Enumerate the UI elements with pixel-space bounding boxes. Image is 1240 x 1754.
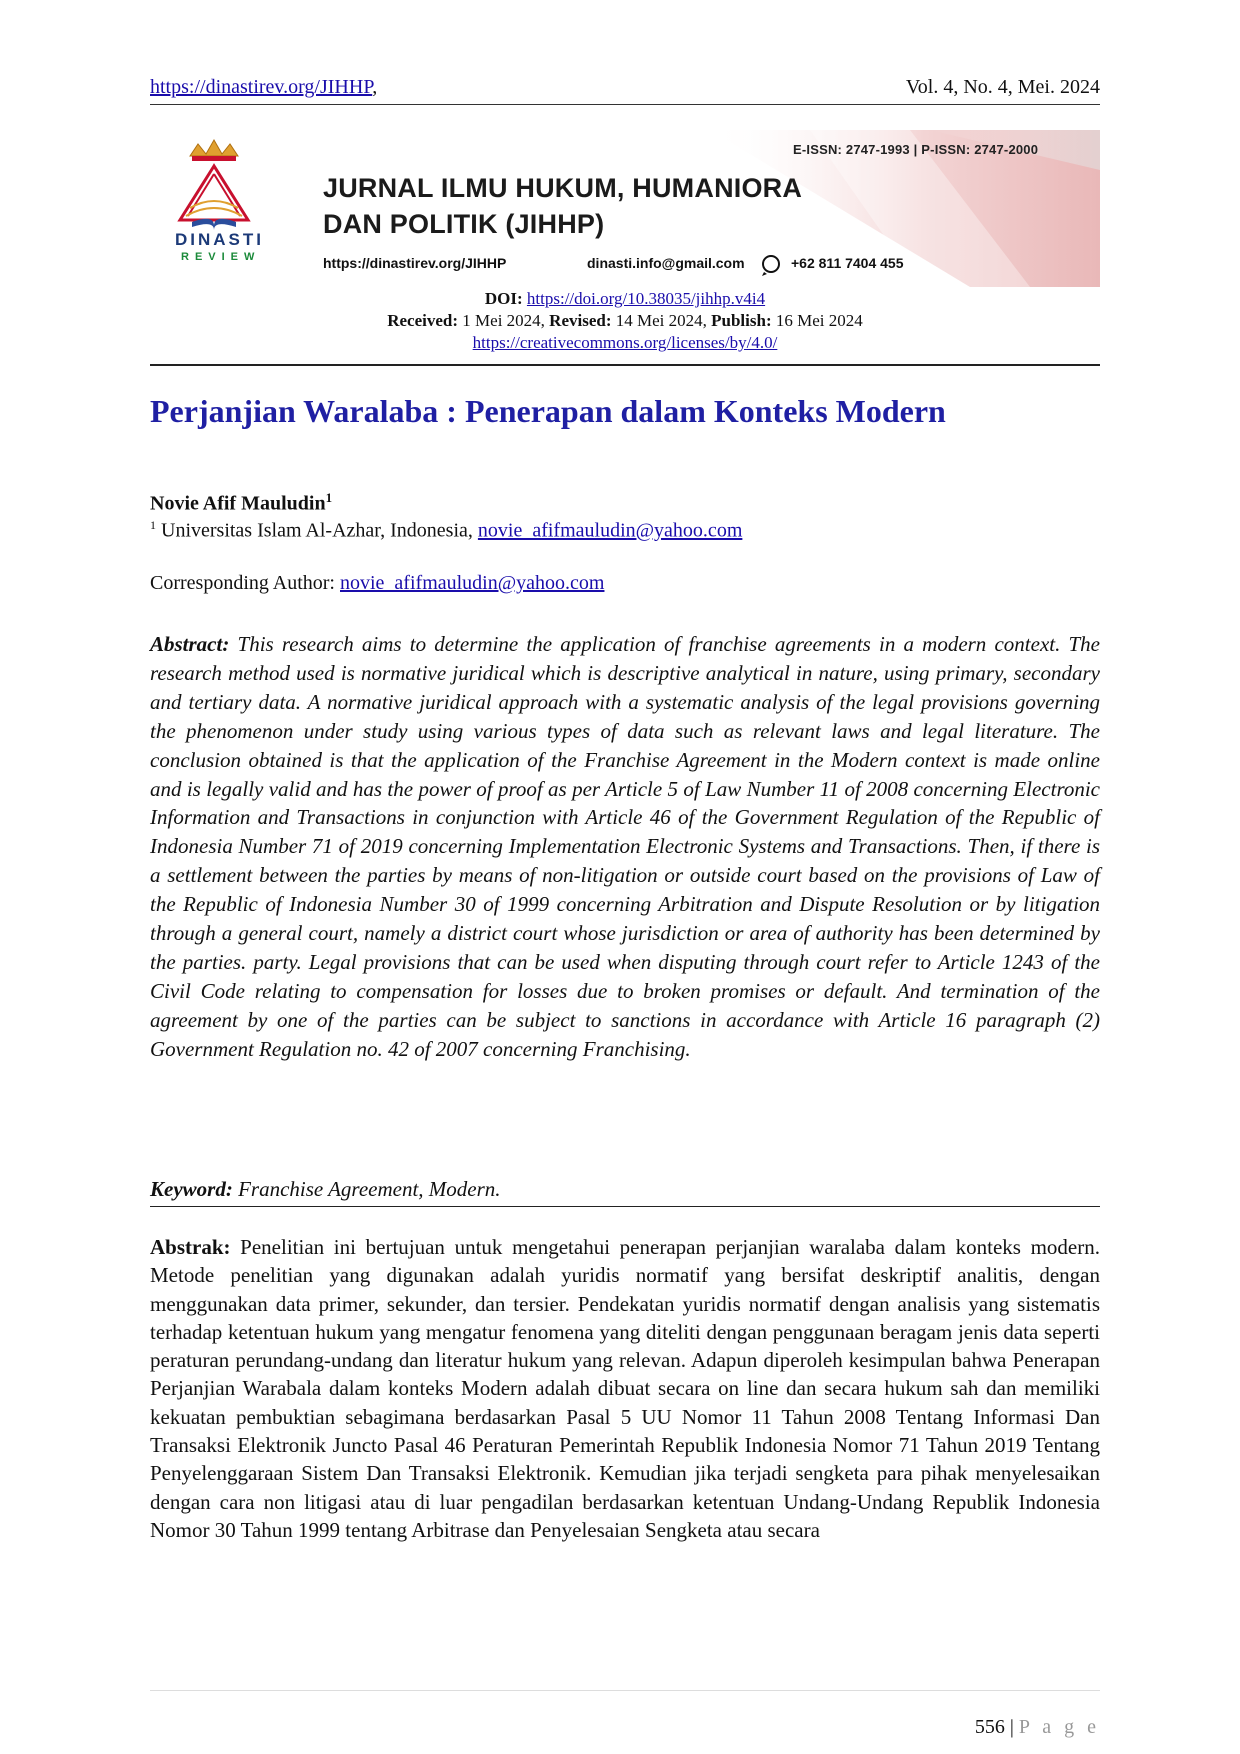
journal-title-line2: DAN POLITIK (JIHHP) [323,209,605,239]
abstrak-label: Abstrak: [150,1235,231,1259]
license-link[interactable]: https://creativecommons.org/licenses/by/… [472,333,778,352]
received-label: Received: [387,311,459,330]
logo-wordmark: DINASTI [175,230,264,249]
author-name-text: Novie Afif Mauludin [150,492,326,515]
banner-phone: +62 811 7404 455 [791,255,904,271]
corresponding-label: Corresponding Author: [150,572,335,594]
journal-url-suffix: , [372,76,378,98]
license-line: https://creativecommons.org/licenses/by/… [150,332,1100,354]
page-number: 556 [974,1716,1005,1738]
keyword-values: Franchise Agreement, Modern. [238,1177,501,1201]
article-meta: DOI: https://doi.org/10.38035/jihhp.v4i4… [150,288,1100,354]
keywords: Keyword: Franchise Agreement, Modern. [150,1177,1100,1207]
dates-line: Received: 1 Mei 2024, Revised: 14 Mei 20… [150,310,1100,332]
doi-line: DOI: https://doi.org/10.38035/jihhp.v4i4 [150,288,1100,310]
author-affiliation: 1 Universitas Islam Al-Azhar, Indonesia,… [150,518,742,543]
abstrak-text: Penelitian ini bertujuan untuk mengetahu… [150,1235,1100,1542]
paper-title: Perjanjian Waralaba : Penerapan dalam Ko… [150,393,946,429]
revised-date: 14 Mei 2024, [615,311,707,330]
doi-link[interactable]: https://doi.org/10.38035/jihhp.v4i4 [526,289,766,308]
meta-divider [150,364,1100,366]
page-separator: | [1009,1716,1014,1738]
doi-label: DOI: [484,289,523,308]
running-header: https://dinastirev.org/JIHHP, Vol. 4, No… [150,72,1100,105]
abstract-indonesian: Abstrak: Penelitian ini bertujuan untuk … [150,1233,1100,1544]
banner-website: https://dinastirev.org/JIHHP [323,255,507,271]
publish-label: Publish: [711,311,772,330]
footer-divider [150,1690,1100,1691]
journal-title: JURNAL ILMU HUKUM, HUMANIORA DAN POLITIK… [323,170,802,242]
affiliation-text: Universitas Islam Al-Azhar, Indonesia, [161,519,473,542]
page-footer: 556 | P a g e [975,1716,1100,1739]
logo-subtext: REVIEW [181,251,261,263]
abstract-text: This research aims to determine the appl… [150,632,1101,1061]
corresponding-email-link[interactable]: novie_afifmauludin@yahoo.com [340,572,605,594]
corresponding-author: Corresponding Author: novie_afifmauludin… [150,572,604,595]
author-name: Novie Afif Mauludin1 [150,490,332,516]
whatsapp-icon [762,255,780,276]
keyword-label: Keyword: [150,1177,233,1201]
abstract-label: Abstract: [150,632,230,656]
dinasti-logo-icon [177,138,251,230]
volume-info: Vol. 4, No. 4, Mei. 2024 [905,76,1100,98]
affiliation-email-link[interactable]: novie_afifmauludin@yahoo.com [477,519,743,542]
abstract-english: Abstract: This research aims to determin… [150,630,1100,1064]
publish-date: 16 Mei 2024 [775,311,863,330]
journal-title-line1: JURNAL ILMU HUKUM, HUMANIORA [323,173,803,203]
page-label: P a g e [1018,1716,1100,1738]
received-date: 1 Mei 2024, [462,311,545,330]
revised-label: Revised: [549,311,612,330]
author-superscript: 1 [325,490,333,505]
journal-url-header: https://dinastirev.org/JIHHP, [150,76,377,99]
affiliation-superscript: 1 [150,518,156,532]
banner-email: dinasti.info@gmail.com [587,255,745,271]
journal-url-link[interactable]: https://dinastirev.org/JIHHP [150,76,373,98]
issn-text: E-ISSN: 2747-1993 | P-ISSN: 2747-2000 [793,142,1039,157]
journal-banner: DINASTI REVIEW E-ISSN: 2747-1993 | P-ISS… [150,130,1100,287]
banner-background [177,130,1100,287]
